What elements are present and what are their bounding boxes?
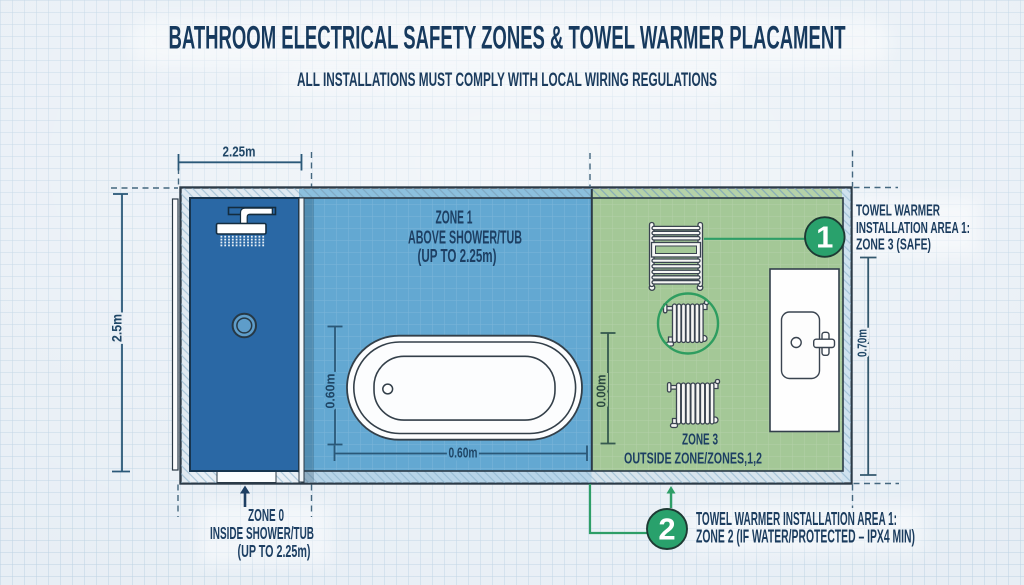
svg-text:0.60m: 0.60m bbox=[449, 445, 478, 462]
svg-text:ALL INSTALLATIONS MUST COMPLY: ALL INSTALLATIONS MUST COMPLY WITH LOCAL… bbox=[297, 70, 717, 91]
svg-text:(UP TO 2.25m): (UP TO 2.25m) bbox=[418, 246, 497, 266]
svg-text:0.70m: 0.70m bbox=[855, 329, 870, 357]
svg-text:(UP TO 2.25m): (UP TO 2.25m) bbox=[238, 541, 311, 561]
svg-text:1: 1 bbox=[816, 220, 833, 255]
svg-text:0.60m: 0.60m bbox=[323, 374, 338, 409]
svg-text:ZONE 3: ZONE 3 bbox=[682, 432, 718, 449]
svg-text:2.5m: 2.5m bbox=[110, 314, 125, 342]
svg-text:2.25m: 2.25m bbox=[223, 144, 256, 161]
svg-text:ZONE 0: ZONE 0 bbox=[248, 505, 284, 525]
svg-text:ZONE 1: ZONE 1 bbox=[436, 207, 473, 227]
svg-text:ABOVE SHOWER/TUB: ABOVE SHOWER/TUB bbox=[408, 228, 522, 248]
svg-text:INSTALLATION AREA 1:: INSTALLATION AREA 1: bbox=[856, 220, 970, 237]
svg-text:TOWEL WARMER: TOWEL WARMER bbox=[856, 203, 940, 220]
svg-text:BATHROOM ELECTRICAL SAFETY ZON: BATHROOM ELECTRICAL SAFETY ZONES & TOWEL… bbox=[169, 20, 846, 56]
svg-text:0.00m: 0.00m bbox=[594, 375, 609, 408]
svg-text:TOWEL WARMER INSTALLATION AREA: TOWEL WARMER INSTALLATION AREA 1: bbox=[696, 509, 897, 529]
svg-text:OUTSIDE ZONE/ZONES,1,2: OUTSIDE ZONE/ZONES,1,2 bbox=[624, 451, 762, 468]
svg-text:2: 2 bbox=[658, 512, 675, 547]
svg-text:INSIDE SHOWER/TUB: INSIDE SHOWER/TUB bbox=[210, 523, 314, 543]
svg-text:ZONE 3 (SAFE): ZONE 3 (SAFE) bbox=[856, 237, 931, 254]
svg-text:ZONE 2 (IF WATER/PROTECTED – I: ZONE 2 (IF WATER/PROTECTED – IPX4 MIN) bbox=[696, 527, 915, 547]
